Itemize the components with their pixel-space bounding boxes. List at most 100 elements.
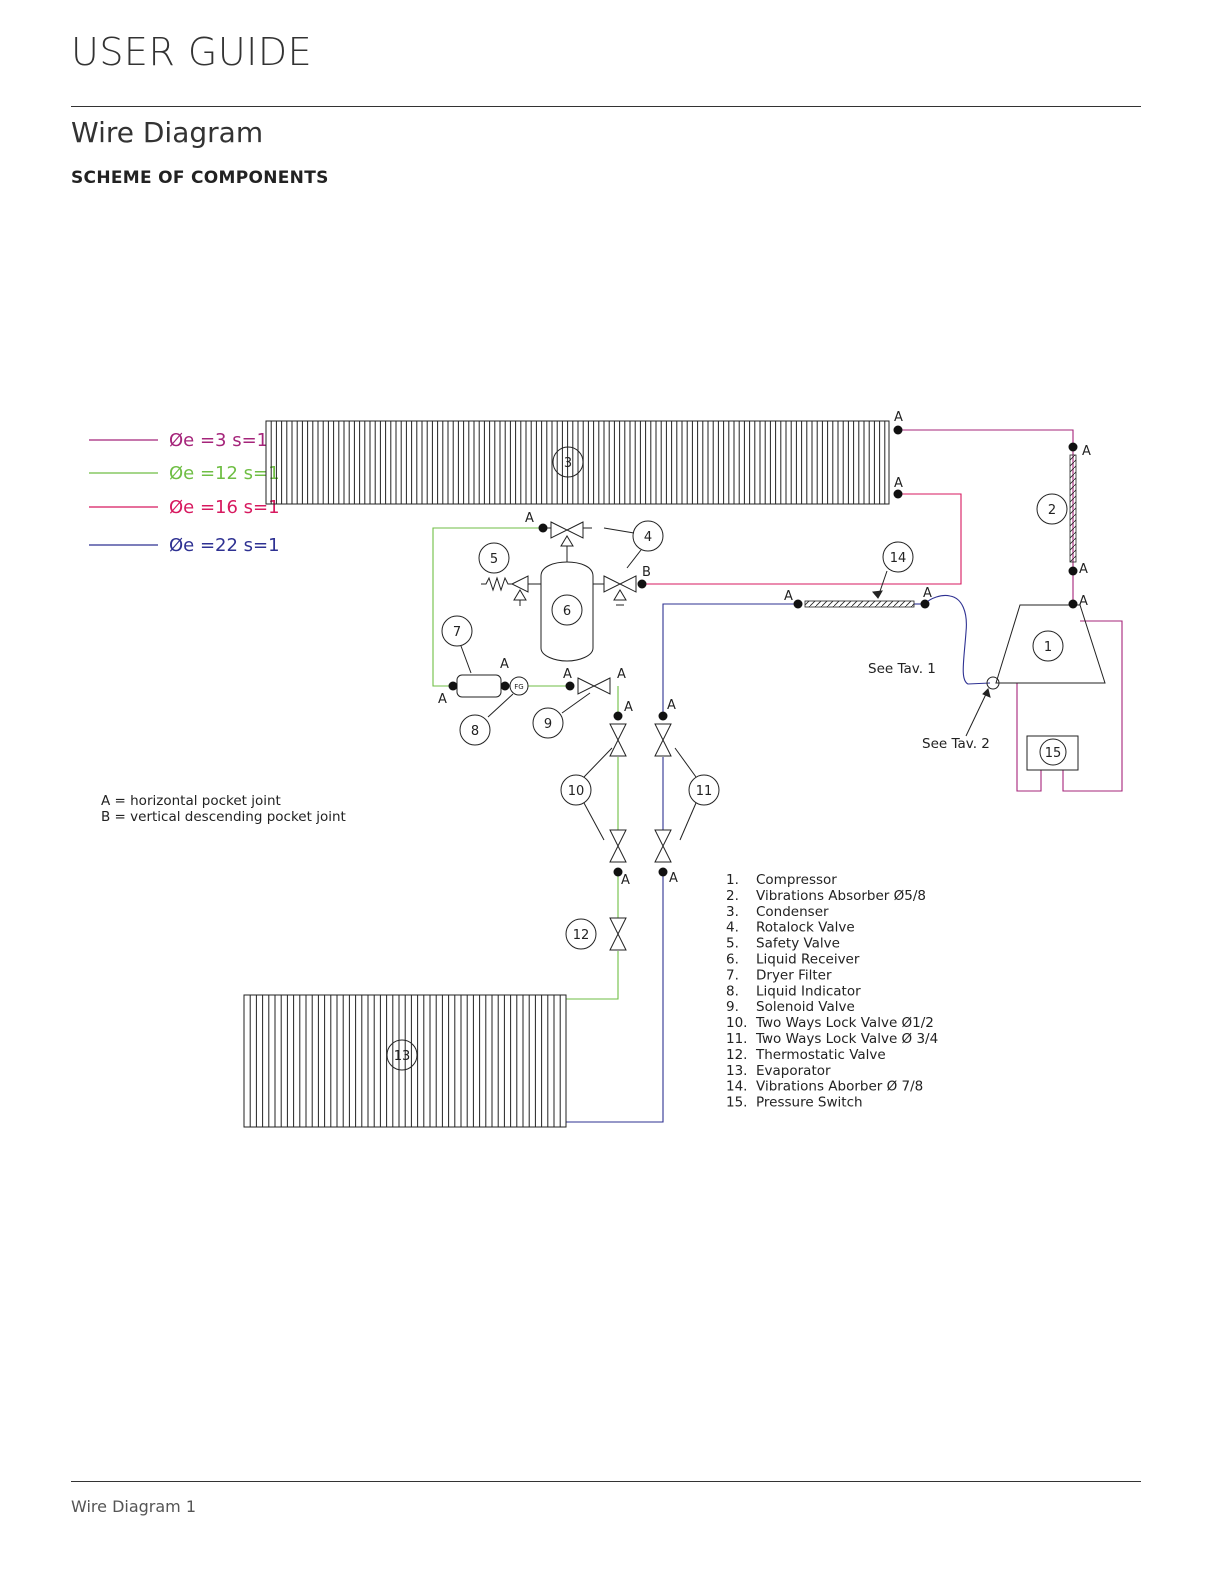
component-name: Thermostatic Valve <box>755 1047 886 1063</box>
joint-label-a: A <box>1079 562 1088 577</box>
lock-valve-11-lower <box>654 829 672 863</box>
component-number: 8. <box>726 983 739 999</box>
joint-label-a: A <box>617 667 626 682</box>
callout-14: 14 <box>882 541 914 573</box>
compressor-service-port <box>986 676 1000 690</box>
joint-dot <box>1068 442 1078 452</box>
joint-label-a: A <box>621 873 630 888</box>
leader-lines <box>460 527 991 841</box>
component-number: 2. <box>726 888 739 904</box>
joint-dot <box>538 523 548 533</box>
pipe-suction-lower <box>566 872 664 1123</box>
joint-note-b: B = vertical descending pocket joint <box>101 809 346 825</box>
joint-dots <box>448 425 1078 877</box>
joint-dot <box>893 425 903 435</box>
vibration-absorber-vertical <box>1069 454 1077 563</box>
condenser-fins <box>270 421 886 504</box>
pipe-pressure-switch <box>1062 620 1123 792</box>
callout-11: 11 <box>688 774 720 806</box>
joint-dot <box>920 599 930 609</box>
joint-dot <box>1068 566 1078 576</box>
svg-text:13: 13 <box>394 1049 411 1064</box>
joint-dot <box>565 681 575 691</box>
joint-label-a: A <box>1079 594 1088 609</box>
joint-dot <box>448 681 458 691</box>
svg-text:1: 1 <box>1044 640 1052 655</box>
callout-13: 13 <box>386 1039 418 1071</box>
svg-text:8: 8 <box>471 724 479 739</box>
component-number: 10. <box>726 1015 747 1031</box>
vibration-absorber-horizontal <box>804 600 915 608</box>
callout-3: 3 <box>552 446 584 478</box>
joint-label-a: A <box>894 476 903 491</box>
svg-text:5: 5 <box>490 552 498 567</box>
legend-label-16: Øe =16 s=1 <box>169 497 280 518</box>
lock-valve-11-upper <box>654 723 672 757</box>
evaporator-fins <box>249 995 561 1127</box>
joint-dot <box>658 711 668 721</box>
liquid-receiver-body <box>540 561 594 662</box>
component-number: 13. <box>726 1063 747 1079</box>
pipe-to-evaporator <box>566 951 619 1000</box>
legend-item-22: Øe =22 s=1 <box>89 535 280 556</box>
component-number: 4. <box>726 920 739 936</box>
component-number: 9. <box>726 999 739 1015</box>
reference-tav1: See Tav. 1 <box>868 661 936 677</box>
joint-label-a: A <box>1082 444 1091 459</box>
pipe-liquid-line-loop <box>432 527 543 687</box>
legend-item-16: Øe =16 s=1 <box>89 497 280 518</box>
component-name: Rotalock Valve <box>756 920 855 936</box>
component-name: Dryer Filter <box>756 967 832 983</box>
callout-15: 15 <box>1039 738 1067 766</box>
joint-label-b: B <box>642 565 651 580</box>
joint-labels: A A A A A A B A A A A A A A A A A <box>438 410 1091 888</box>
callout-12: 12 <box>565 918 597 950</box>
component-name: Safety Valve <box>756 936 840 952</box>
joint-label-a: A <box>525 511 534 526</box>
svg-text:3: 3 <box>564 456 572 471</box>
joint-dot <box>613 867 623 877</box>
joint-dot <box>637 579 647 589</box>
joint-dot <box>793 599 803 609</box>
joint-dot <box>613 711 623 721</box>
component-number: 15. <box>726 1095 747 1111</box>
pipe-pressure-switch-2 <box>1016 683 1042 792</box>
component-number: 12. <box>726 1047 747 1063</box>
component-name: Pressure Switch <box>756 1095 863 1111</box>
component-name: Liquid Receiver <box>756 952 860 968</box>
liquid-indicator <box>509 676 529 696</box>
joint-label-a: A <box>563 667 572 682</box>
component-number: 6. <box>726 952 739 968</box>
footer-text: Wire Diagram 1 <box>71 1497 197 1516</box>
component-number: 11. <box>726 1031 747 1047</box>
pipe-discharge <box>898 429 1074 604</box>
safety-valve <box>481 575 541 606</box>
component-number: 5. <box>726 936 739 952</box>
pipe-condenser-outlet <box>642 493 962 585</box>
component-name: Vibrations Absorber Ø5/8 <box>756 888 926 904</box>
solenoid-valve <box>577 677 611 695</box>
svg-text:4: 4 <box>644 530 652 545</box>
joint-dot <box>658 867 668 877</box>
svg-text:10: 10 <box>568 784 585 799</box>
evaporator <box>243 994 567 1128</box>
callout-5: 5 <box>478 542 510 574</box>
component-name: Vibrations Aborber Ø 7/8 <box>756 1079 923 1095</box>
joint-label-a: A <box>624 700 633 715</box>
component-name: Liquid Indicator <box>756 983 861 999</box>
reference-tav2: See Tav. 2 <box>922 736 990 752</box>
callout-8: 8 <box>459 714 491 746</box>
rotalock-valve-right <box>593 575 637 606</box>
component-name: Solenoid Valve <box>756 999 855 1015</box>
joint-note-a: A = horizontal pocket joint <box>101 793 281 809</box>
pipe-suction-upper <box>662 603 798 716</box>
component-name: Evaporator <box>756 1063 831 1079</box>
joint-dot <box>1068 599 1078 609</box>
component-number: 14. <box>726 1079 747 1095</box>
joint-label-a: A <box>894 410 903 425</box>
legend-label-12: Øe =12 s=1 <box>169 463 280 484</box>
lock-valve-10-upper <box>609 723 627 757</box>
svg-text:9: 9 <box>544 717 552 732</box>
